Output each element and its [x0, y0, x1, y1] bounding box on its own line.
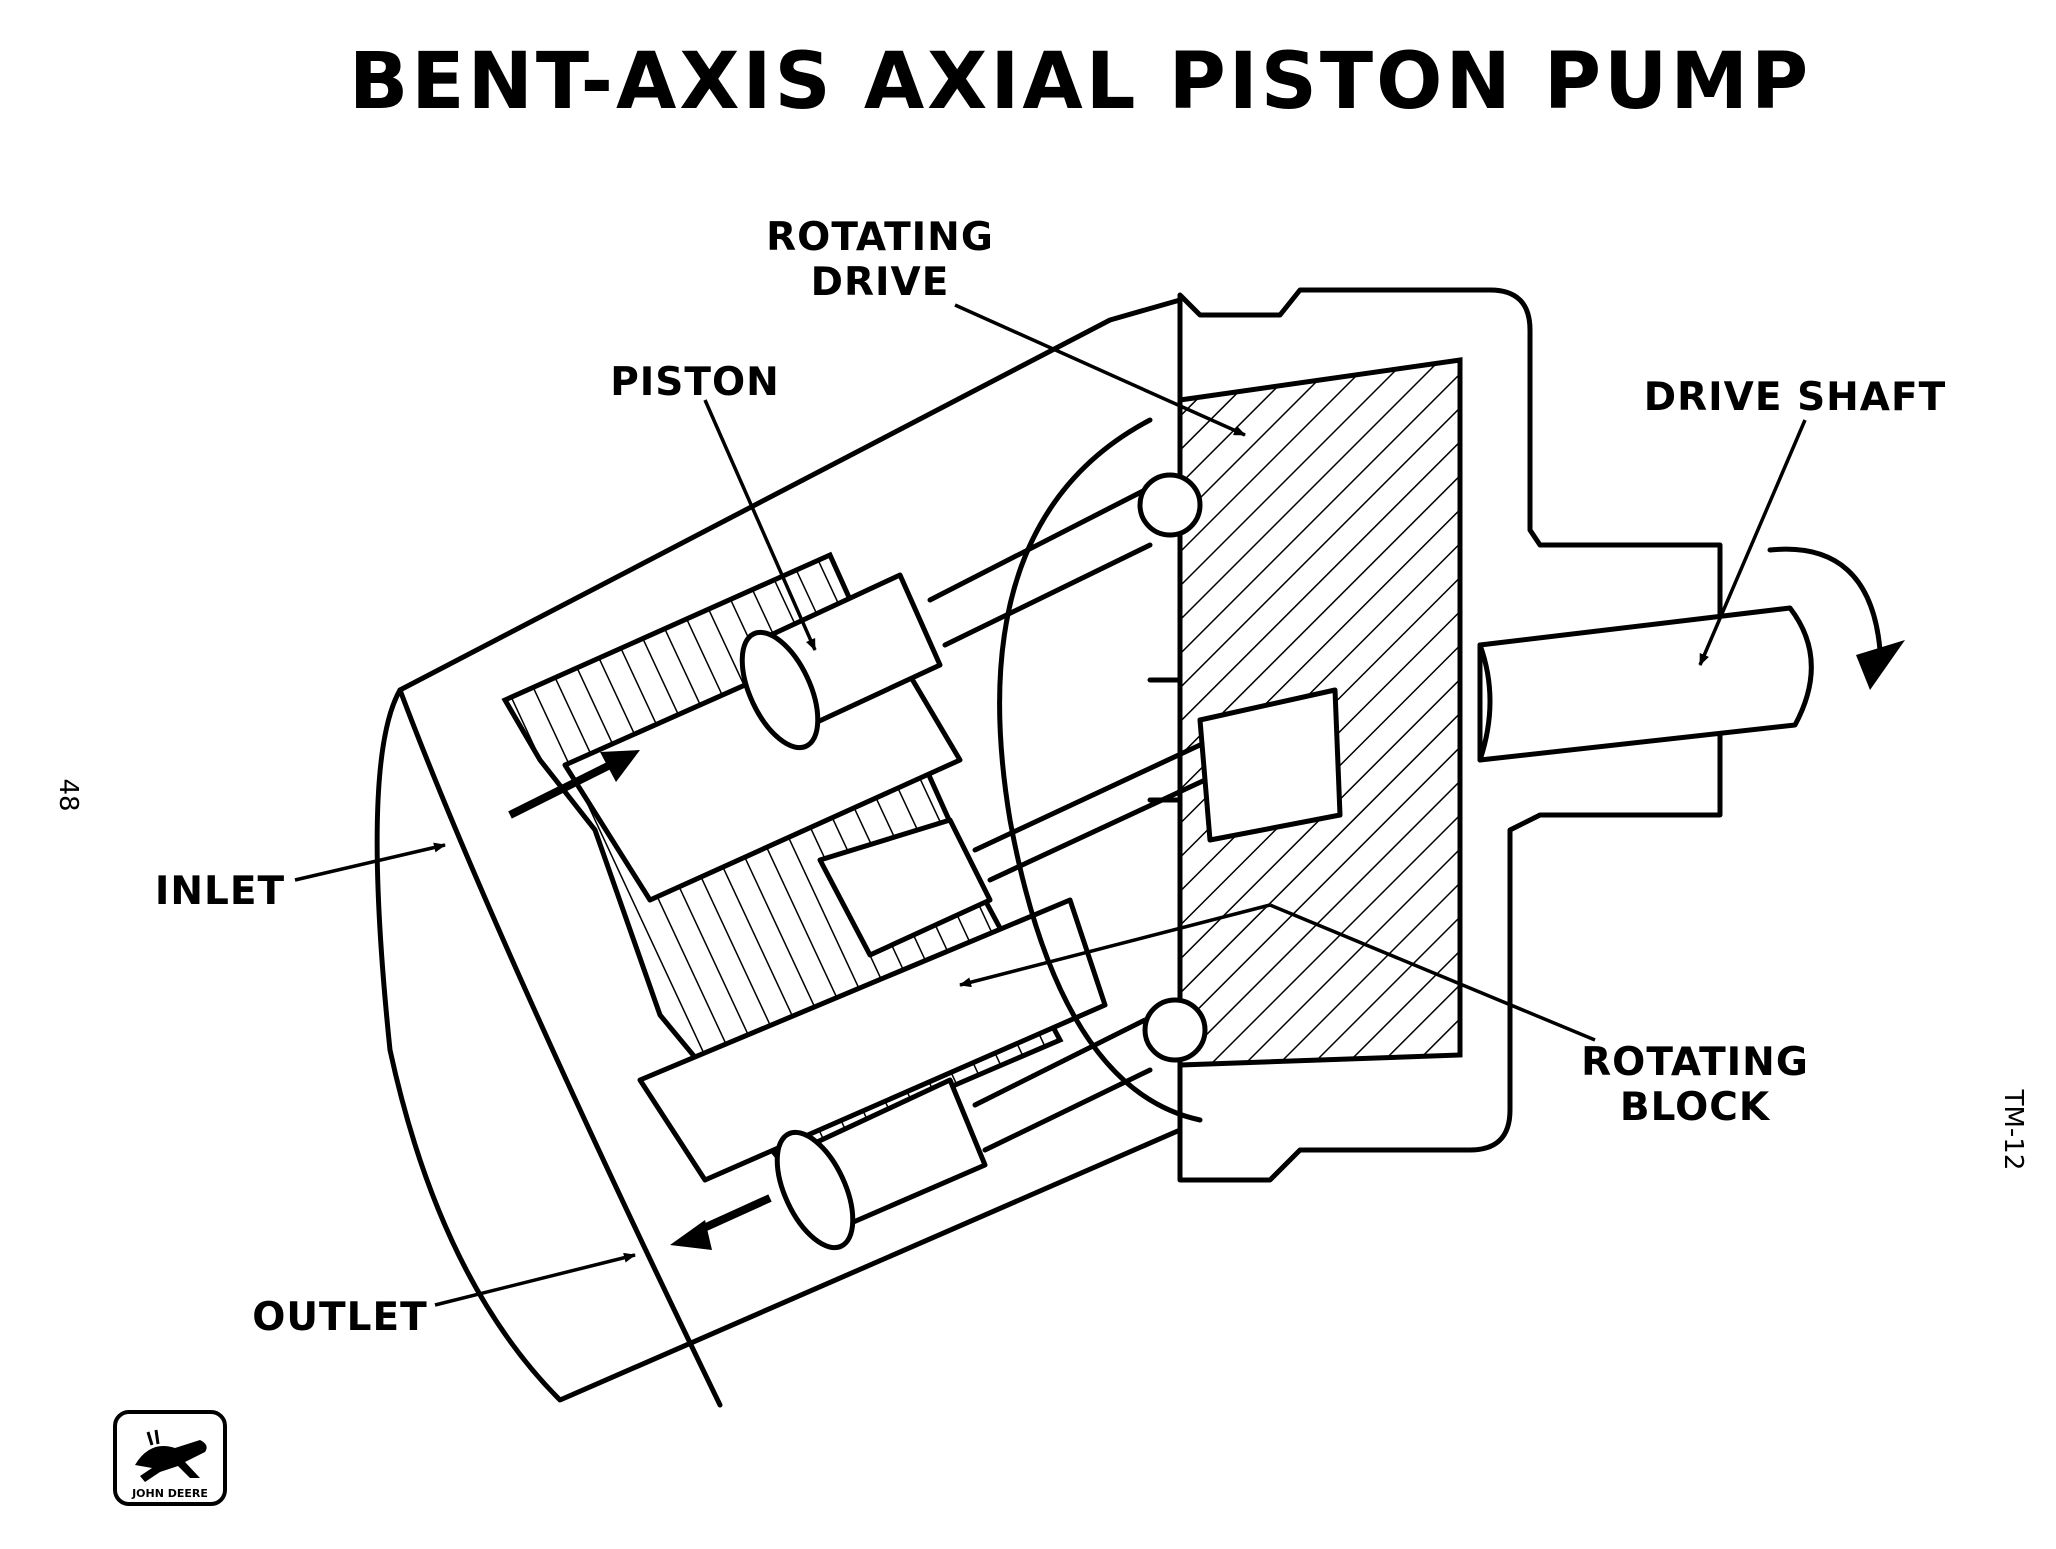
label-inlet: INLET	[155, 869, 285, 914]
label-outlet: OUTLET	[252, 1295, 428, 1340]
document-code: TM-12	[1998, 1089, 2028, 1171]
label-rotating-drive-line1: ROTATING	[766, 215, 994, 260]
label-rotating-block-line2: BLOCK	[1620, 1085, 1771, 1130]
john-deere-logo: JOHN DEERE	[113, 1410, 227, 1506]
upper-piston	[739, 472, 1203, 751]
diagram-title: BENT-AXIS AXIAL PISTON PUMP	[349, 37, 1811, 127]
inlet-flow-arrow-icon	[508, 750, 640, 819]
outlet-flow-arrow-icon	[670, 1194, 772, 1250]
label-rotating-block-line1: ROTATING	[1581, 1040, 1809, 1085]
label-piston: PISTON	[610, 360, 780, 405]
lower-piston	[774, 997, 1208, 1251]
leader-lines	[294, 303, 1807, 1307]
label-rotating-drive-line2: DRIVE	[811, 260, 950, 305]
rotation-arrow-icon	[1767, 546, 1905, 690]
page-number: 48	[53, 778, 83, 811]
svg-text:JOHN DEERE: JOHN DEERE	[131, 1487, 208, 1500]
flange-outline	[997, 417, 1203, 1123]
label-drive-shaft: DRIVE SHAFT	[1644, 375, 1946, 420]
pump-housing	[374, 287, 1723, 1408]
center-link	[817, 677, 1343, 958]
drive-shaft	[1477, 605, 1814, 763]
